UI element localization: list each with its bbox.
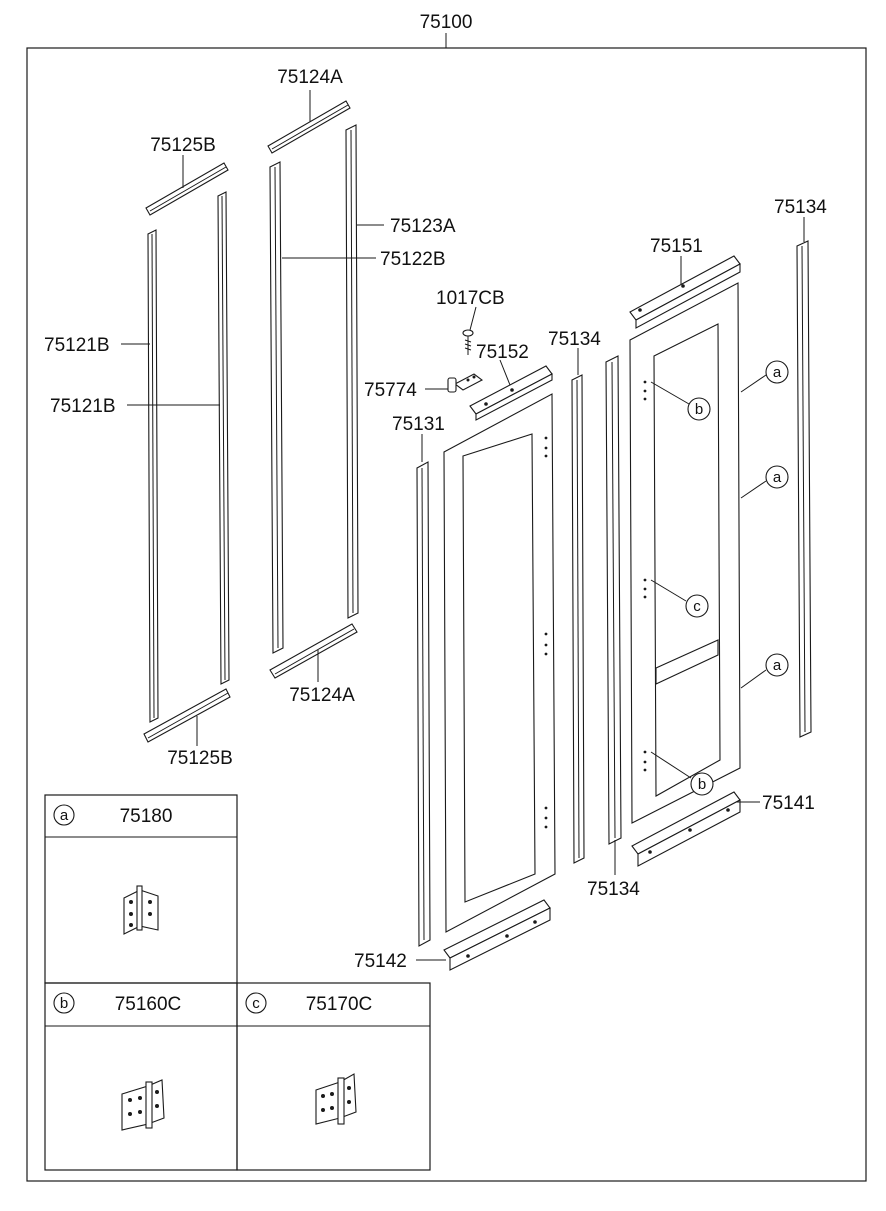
channel-75134-bottom xyxy=(605,355,622,845)
label-75151: 75151 xyxy=(650,236,703,257)
hinge-marker-c-1-letter: c xyxy=(693,598,701,615)
label-75142: 75142 xyxy=(354,951,407,972)
channel-75121B-outer xyxy=(147,229,159,723)
bracket-75151 xyxy=(629,255,741,329)
label-75125B-top: 75125B xyxy=(150,135,216,156)
label-75134-mid: 75134 xyxy=(548,329,601,350)
strip-75124A-top xyxy=(267,100,351,154)
legend-a-part: 75180 xyxy=(120,806,173,827)
label-75124A-top: 75124A xyxy=(277,67,343,88)
assembly-number: 75100 xyxy=(420,12,473,33)
leader-1017CB xyxy=(469,306,477,331)
legend-c-letter: c xyxy=(252,995,260,1012)
hinge-75160C-icon xyxy=(121,1079,165,1131)
legend-cell-c: c 75170C xyxy=(245,992,373,1125)
label-75122B: 75122B xyxy=(380,249,446,270)
legend-a-letter: a xyxy=(60,807,69,824)
label-75123A: 75123A xyxy=(390,216,456,237)
bracket-75141 xyxy=(631,791,741,867)
strip-75125B-bottom xyxy=(143,688,231,743)
label-75134-bottom: 75134 xyxy=(587,879,640,900)
strip-75125B-top xyxy=(145,162,229,216)
leader-75152 xyxy=(499,359,511,386)
strip-75124A-bottom xyxy=(269,623,358,679)
legend-cell-a: a 75180 xyxy=(53,804,173,935)
hinge-marker-a-1: a xyxy=(740,360,789,393)
legend-table xyxy=(44,794,431,1171)
hinge-75180-icon xyxy=(123,885,159,935)
hinge-marker-b-2: b xyxy=(650,751,714,796)
hinge-marker-a-2: a xyxy=(740,465,789,499)
bracket-75142 xyxy=(443,899,551,971)
label-1017CB: 1017CB xyxy=(436,288,505,309)
label-75125B-bottom: 75125B xyxy=(167,748,233,769)
channel-75123A xyxy=(345,124,359,619)
hinge-marker-b-1-letter: b xyxy=(695,401,703,418)
label-75121B-b: 75121B xyxy=(50,396,116,417)
screw-1017CB xyxy=(462,329,474,355)
pivot-75774 xyxy=(447,373,484,393)
legend-c-part: 75170C xyxy=(306,994,373,1015)
label-75141: 75141 xyxy=(762,793,815,814)
hinge-75170C-icon xyxy=(315,1073,357,1125)
label-75131: 75131 xyxy=(392,414,445,435)
hinge-marker-a-3-letter: a xyxy=(773,657,782,674)
hinge-marker-a-1-letter: a xyxy=(773,364,782,381)
channel-75134-mid xyxy=(571,374,585,864)
assembly-border xyxy=(26,47,867,1182)
door-frame-center xyxy=(443,393,556,933)
legend-b-letter: b xyxy=(60,995,68,1012)
channel-75131 xyxy=(416,461,431,947)
label-75152: 75152 xyxy=(476,342,529,363)
hinge-marker-b-1: b xyxy=(650,381,711,421)
label-75134-right: 75134 xyxy=(774,197,827,218)
legend-cell-b: b 75160C xyxy=(53,992,182,1131)
label-75774: 75774 xyxy=(364,380,417,401)
channel-75121B-inner xyxy=(217,191,230,685)
legend-b-part: 75160C xyxy=(115,994,182,1015)
channel-75134-right xyxy=(796,240,812,738)
hinge-marker-a-2-letter: a xyxy=(773,469,782,486)
hinge-marker-c-1: c xyxy=(650,579,709,618)
door-frame-right xyxy=(629,282,741,824)
hinge-marker-a-3: a xyxy=(740,653,789,689)
channel-75122B xyxy=(269,161,284,654)
hinge-marker-b-2-letter: b xyxy=(698,776,706,793)
label-75121B-a: 75121B xyxy=(44,335,110,356)
label-75124A-bottom: 75124A xyxy=(289,685,355,706)
bracket-75152 xyxy=(469,365,553,421)
